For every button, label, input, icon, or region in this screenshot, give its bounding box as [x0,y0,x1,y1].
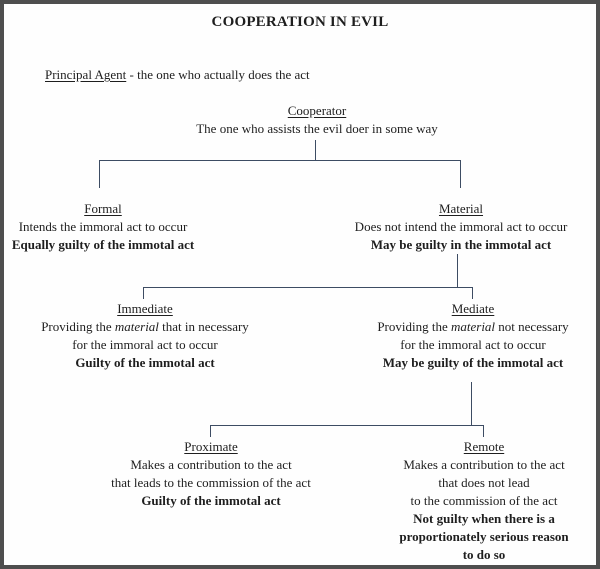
mediate-node: Mediate Providing the material not neces… [377,300,568,372]
remote-label: Remote [463,439,505,454]
material-node: Material Does not intend the immoral act… [355,200,568,254]
proximate-line2: that leads to the commission of the act [111,475,311,490]
immediate-label: Immediate [117,301,173,316]
remote-verdict-line2: proportionately serious reason [399,529,569,544]
proximate-verdict: Guilty of the immotal act [141,493,281,508]
immediate-line1: Providing the material that in necessary [41,318,249,336]
mediate-label: Mediate [451,301,495,316]
remote-line3: to the commission of the act [410,493,558,508]
principal-agent-label: Principal Agent [45,67,127,82]
material-label: Material [438,201,484,216]
remote-verdict-line1: Not guilty when there is a [413,511,555,526]
formal-label: Formal [84,201,122,216]
cooperator-desc: The one who assists the evil doer in som… [196,121,438,136]
proximate-line1: Makes a contribution to the act [130,457,292,472]
connector-material-drop [460,160,461,188]
connector-formal-drop [99,160,100,188]
formal-line1: Intends the immoral act to occur [18,219,188,234]
connector-material-stem [457,254,458,287]
material-line1: Does not intend the immoral act to occur [354,219,568,234]
principal-agent-desc: - the one who actually does the act [126,67,310,82]
connector-level1-horizontal [99,160,461,161]
immediate-verdict: Guilty of the immotal act [75,355,215,370]
immediate-line1-italic: material [114,319,159,334]
connector-remote-drop [483,425,484,437]
immediate-node: Immediate Providing the material that in… [41,300,249,372]
cooperator-node: Cooperator The one who assists the evil … [196,102,438,138]
mediate-line1-pre: Providing the [377,319,451,334]
remote-node: Remote Makes a contribution to the act t… [399,438,568,564]
material-verdict: May be guilty in the immotal act [370,237,552,252]
diagram-title: COOPERATION IN EVIL [211,14,389,30]
mediate-line1-post: not necessary [495,319,569,334]
formal-verdict: Equally guilty of the immotal act [11,237,195,252]
connector-mediate-drop [472,287,473,299]
mediate-line1: Providing the material not necessary [377,318,568,336]
immediate-line1-pre: Providing the [41,319,115,334]
principal-agent-line: Principal Agent - the one who actually d… [45,66,310,84]
remote-verdict-line3: to do so [462,547,506,562]
connector-immediate-drop [143,287,144,299]
connector-mediate-stem [471,382,472,425]
remote-line2: that does not lead [438,475,530,490]
mediate-line2: for the immoral act to occur [400,337,546,352]
immediate-line1-post: that in necessary [158,319,249,334]
remote-line1: Makes a contribution to the act [403,457,565,472]
formal-node: Formal Intends the immoral act to occur … [12,200,194,254]
proximate-node: Proximate Makes a contribution to the ac… [111,438,311,510]
cooperator-label: Cooperator [287,103,347,118]
connector-cooperator-stem [315,140,316,160]
mediate-line1-italic: material [450,319,496,334]
proximate-label: Proximate [184,439,238,454]
connector-level2-horizontal [143,287,473,288]
connector-proximate-drop [210,425,211,437]
connector-level3-horizontal [210,425,484,426]
immediate-line2: for the immoral act to occur [72,337,218,352]
mediate-verdict: May be guilty of the immotal act [382,355,564,370]
